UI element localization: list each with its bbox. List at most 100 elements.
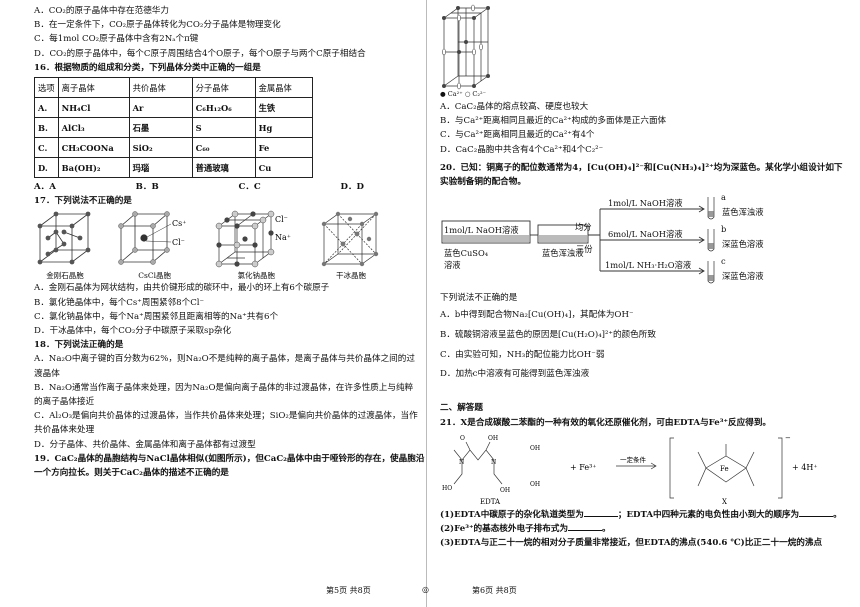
q17-stem: 17．下列说法不正确的是: [34, 196, 132, 207]
q19-option-d: D．CaC₂晶胞中共含有4个Ca²⁺和4个C₂²⁻: [440, 144, 604, 155]
q16-choice-c: C．C: [238, 182, 261, 193]
q16-table: 选项 离子晶体 共价晶体 分子晶体 金属晶体 A. NH₄Cl Ar C₆H₁₂…: [34, 77, 313, 179]
oh-group: OH: [530, 481, 540, 488]
q15-option-c: C．每1mol CO₂原子晶体中含有2Nₐ个π键: [34, 34, 199, 45]
nacl-caption: 氯化钠晶胞: [237, 271, 276, 281]
diamond-caption: 金刚石晶胞: [46, 271, 84, 281]
q16-choice-d: D．D: [340, 182, 365, 193]
cac2-cell-icon: [442, 4, 490, 90]
q18-line: 渡晶体: [34, 368, 60, 379]
tube-a-label: a: [721, 192, 726, 203]
cs-label: Cs⁺: [172, 219, 186, 228]
table-cell: D.: [34, 157, 59, 179]
fe-center: Fe: [720, 465, 729, 473]
q20-option-a: A．b中得到配合物Na₂[Cu(OH)₄]，其配体为OH⁻: [440, 310, 634, 321]
reaction-condition: 一定条件: [620, 455, 647, 464]
q15-option-d: D．CO₂的原子晶体中，每个C原子周围结合4个O原子，每个O原子与两个C原子相结…: [34, 48, 366, 59]
table-cell: 生铁: [254, 97, 313, 119]
q21-part-2: (2)Fe³⁺的基态核外电子排布式为 。: [440, 522, 838, 536]
answer-blank[interactable]: [583, 515, 618, 517]
reagent-c: 1mol/L NH₃·H₂O溶液: [605, 260, 692, 271]
q18-line: B．Na₂O通常当作离子晶体来处理，因为Na₂O是偏向离子晶体的非过渡晶体，在许…: [34, 382, 414, 393]
center-mark: ◎: [422, 585, 429, 594]
table-cell: A.: [34, 97, 59, 119]
cscl-caption: CsCl晶胞: [138, 271, 172, 281]
q17-option-d: D．干冰晶体中，每个CO₂分子中碳原子采取sp杂化: [34, 326, 232, 337]
q20-option-d: D．加热c中溶液有可能得到蓝色浑浊液: [440, 369, 590, 380]
q19-option-c: C．与Ca²⁺距离相同且最近的Ca²⁺有4个: [440, 130, 595, 141]
table-cell: 玛瑙: [128, 157, 193, 179]
nacl-figure: Cl⁻ Na⁺ 氯化钠晶胞: [213, 210, 299, 281]
q18-line: A．Na₂O中离子键的百分数为62%，则Na₂O不是纯粹的离子晶体，是离子晶体与…: [34, 354, 415, 365]
answer-blank[interactable]: [799, 515, 834, 517]
dry-ice-figure: 干冰晶胞: [318, 210, 384, 281]
table-row: C. CH₃COONa SiO₂ C₆₀ Fe: [34, 137, 313, 159]
q16-stem: 16．根据物质的组成和分类，下列晶体分类中正确的一组是: [34, 62, 261, 73]
q21-part-1: (1)EDTA中碳原子的杂化轨道类型为；EDTA中四种元素的电负性由小到大的顺序…: [440, 508, 842, 522]
q20-stem-cont: 实验制备铜的配合物。: [440, 177, 526, 188]
q15-option-b: B．在一定条件下，CO₂原子晶体转化为CO₂分子晶体是物理变化: [34, 20, 281, 31]
right-page: ● Ca²⁺ ○ C₂²⁻ A．CaC₂晶体的熔点较高、硬度也较大 B．与Ca²…: [440, 4, 843, 550]
q21-2-end: 。: [602, 524, 611, 535]
q18-line: D．分子晶体、共价晶体、金属晶体和离子晶体都有过渡型: [34, 439, 256, 450]
q18-line: 的离子晶体接近: [34, 397, 95, 408]
table-cell: 普通玻璃: [191, 157, 256, 179]
reagent-b: 6mol/L NaOH溶液: [608, 229, 683, 240]
fe-reactant: + Fe³⁺: [570, 463, 597, 472]
o-atom: O: [460, 435, 465, 442]
q20-option-b: B．硫酸铜溶液呈蓝色的原因是[Cu(H₂O)₄]²⁺的颜色所致: [440, 330, 656, 341]
table-cell: NH₄Cl: [57, 97, 130, 119]
ho-group: HO: [442, 485, 452, 492]
table-header-cell: 选项: [34, 77, 59, 99]
right-footer: 第6页 共8页: [472, 586, 517, 595]
answer-blank[interactable]: [568, 530, 603, 532]
edta-label: EDTA: [480, 498, 501, 506]
table-cell: Ba(OH)₂: [57, 157, 130, 179]
table-header-cell: 金属晶体: [254, 77, 313, 99]
table-cell: Ar: [128, 97, 193, 119]
dry-ice-cell-icon: [321, 212, 379, 267]
result-a: 蓝色浑浊液: [722, 207, 764, 218]
q21-1-text-mid: ；EDTA中四种元素的电负性由小到大的顺序为: [617, 509, 800, 520]
diamond-cell-icon: [37, 212, 91, 265]
tube-c-label: c: [721, 256, 726, 267]
q17-option-c: C．氯化钠晶体中，每个Na⁺周围紧邻且距离相等的Na⁺共有6个: [34, 311, 279, 322]
left-footer: 第5页 共8页: [326, 586, 371, 595]
mid-turbid: 蓝色浑浊液: [542, 248, 584, 259]
oh-group: OH: [488, 435, 498, 442]
cac2-legend: ● Ca²⁺ ○ C₂²⁻: [440, 90, 487, 98]
q16-choice-a: A．A: [34, 182, 56, 193]
table-cell: C.: [34, 137, 59, 159]
na-label: Na⁺: [275, 233, 291, 242]
table-cell: CH₃COONa: [57, 137, 130, 159]
q19-option-a: A．CaC₂晶体的熔点较高、硬度也较大: [440, 102, 589, 112]
nacl-cell-icon: Cl⁻ Na⁺: [216, 211, 291, 268]
table-header-cell: 共价晶体: [128, 77, 193, 99]
tube-b-label: b: [721, 224, 727, 235]
result-b: 深蓝色溶液: [722, 239, 764, 250]
q21-part-3: (3)EDTA与正二十一烷的相对分子质量非常接近，但EDTA的沸点(540.6 …: [440, 538, 823, 549]
q19-stem-cont: 一个方向拉长。则关于CaC₂晶体的描述不正确的是: [34, 468, 229, 479]
q20-stem: 20．已知：铜离子的配位数通常为4，[Cu(OH)₄]²⁻和[Cu(NH₃)₄]…: [440, 162, 843, 173]
reagent-a: 1mol/L NaOH溶液: [608, 198, 683, 209]
q19-option-b: B．与Ca²⁺距离相同且最近的Ca²⁺构成的多面体是正六面体: [440, 116, 667, 127]
cscl-cell-icon: Cs⁺ Cl⁻: [117, 211, 186, 266]
q21-1-end: 。: [833, 509, 842, 520]
q21-stem: 21．X是合成碳酸二苯酯的一种有效的氧化还原催化剂，可由EDTA与Fe³⁺反应得…: [440, 417, 772, 428]
q21-2-text: (2)Fe³⁺的基态核外电子排布式为: [440, 524, 569, 535]
oh-group: OH: [500, 487, 510, 494]
n-atom: N: [459, 459, 464, 466]
cl-label-nacl: Cl⁻: [275, 215, 288, 224]
reaction-scheme: EDTA X + Fe³⁺ 一定条件 + 4H⁺ Fe N N O OH HO …: [440, 430, 838, 508]
flow-arrows: [441, 205, 705, 275]
q20-question: 下列说法不正确的是: [440, 293, 518, 304]
table-row: B. AlCl₃ 石墨 S Hg: [34, 117, 313, 139]
page-divider: [426, 0, 427, 607]
crystal-figures: 金刚石晶胞 Cs⁺ Cl⁻ CsCl晶胞: [34, 210, 384, 281]
table-cell: Cu: [254, 157, 313, 179]
experiment-flowchart: 1mol/L NaOH溶液 蓝色CuSO₄ 溶液 蓝色浑浊液 均分 三份 1mo…: [440, 191, 840, 289]
q20-option-c: C．由实验可知，NH₃的配位能力比OH⁻弱: [440, 350, 605, 361]
split-label-2: 三份: [576, 244, 593, 255]
table-cell: C₆H₁₂O₆: [191, 97, 256, 119]
split-label: 均分: [575, 222, 592, 233]
